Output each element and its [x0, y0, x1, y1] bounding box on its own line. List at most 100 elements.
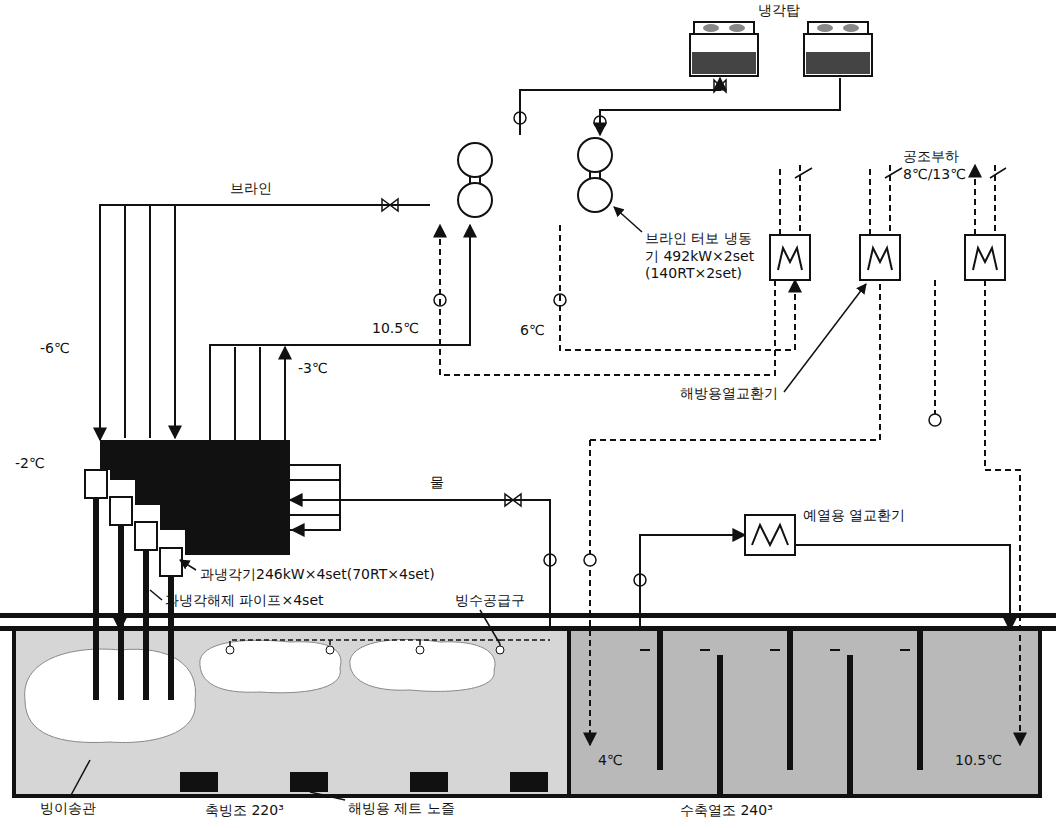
- pipe-line: [440, 225, 775, 375]
- equipment-label: 과냉각기246kW×4set(70RT×4set): [200, 566, 435, 584]
- ice-tank: [200, 640, 341, 692]
- annotation-label: 빙수공급구: [455, 592, 525, 610]
- heat-exchanger: [965, 235, 1005, 280]
- pump: [434, 112, 941, 586]
- ice-tank: [290, 772, 328, 792]
- cooling-tower: [729, 24, 745, 32]
- annotation-label: 빙이송관: [40, 800, 96, 818]
- annotation-label: 4℃: [598, 752, 623, 770]
- heat-exchanger: [752, 525, 788, 545]
- ice-tank: [496, 646, 504, 654]
- floor-slab: [0, 613, 1056, 618]
- ice-tank: [326, 646, 334, 654]
- pipe-line: [290, 500, 550, 630]
- brine-pipes: [125, 205, 175, 438]
- heat-exchanger: [745, 515, 795, 555]
- load-pipes: [800, 165, 995, 235]
- heat-exchanger: [868, 248, 892, 270]
- ice-tank: [180, 772, 218, 792]
- cooling-tower: [843, 24, 859, 32]
- load-pipes: [590, 165, 1020, 745]
- ice-tank: [410, 772, 448, 792]
- ice-tank: [416, 646, 424, 654]
- leader-line: [70, 207, 866, 800]
- equipment-node: 냉각탑: [688, 28, 872, 78]
- pipe-line: [119, 560, 121, 630]
- equipment-label: 수축열조 240³: [680, 802, 773, 820]
- ice-tank: [230, 640, 550, 646]
- leader-line: [480, 610, 500, 644]
- cooling-tower: [817, 24, 833, 32]
- annotation-label: 공조부하 8℃/13℃: [903, 148, 965, 183]
- leader-line: [784, 284, 866, 392]
- ice-tank: [510, 772, 548, 792]
- load-pipes: [589, 440, 591, 745]
- pipe-line: [795, 545, 1010, 630]
- cooling-tower: [804, 34, 872, 76]
- cooling-tower: [806, 52, 870, 74]
- heat-exchanger: [778, 248, 802, 270]
- load-pipes: [934, 280, 936, 420]
- pipe-line: [100, 205, 430, 440]
- annotation-label: 6℃: [520, 322, 545, 340]
- leader-line: [180, 560, 196, 570]
- equipment-node: 해방용열교환기: [765, 230, 1010, 280]
- floor-slab: [12, 794, 1042, 798]
- equipment-label: 냉각탑: [758, 2, 800, 20]
- equipment-node: 수축열조 240³: [570, 630, 1040, 795]
- chiller-symbol: [578, 138, 612, 172]
- pipe-line: [210, 225, 470, 440]
- annotation-label: -2℃: [15, 455, 45, 473]
- brine-pipes: [292, 465, 320, 530]
- equipment-label: 브라인 터보 냉동기 492kW×2set (140RT×2set): [645, 230, 763, 283]
- cooling-tower: [690, 34, 758, 76]
- chiller-symbol: [458, 143, 492, 177]
- equipment-node: 과냉각기246kW×4set(70RT×4set): [80, 440, 290, 560]
- brine-pipes: [235, 347, 285, 440]
- heat-exchanger: [770, 235, 810, 280]
- annotation-label: 10.5℃: [372, 320, 419, 338]
- floor-slab: [0, 626, 1056, 631]
- annotation-label: 브라인: [230, 180, 272, 198]
- cooling-tower: [690, 22, 872, 76]
- pipe-line: [600, 78, 840, 135]
- floor-slab: [567, 630, 571, 798]
- pipe-line: [640, 535, 745, 630]
- cooling-tower: [703, 24, 719, 32]
- leader-line: [150, 590, 162, 600]
- chiller-symbol: [458, 138, 612, 217]
- equipment-label: 예열용 열교환기: [803, 507, 905, 525]
- floor-slab: [12, 630, 16, 798]
- water-tank: [570, 630, 1040, 795]
- annotation-label: -6℃: [40, 340, 70, 358]
- chiller-symbol: [578, 178, 612, 212]
- annotation-label: 물: [430, 474, 444, 492]
- slash-mark: [795, 168, 1006, 178]
- floor-slab: [0, 613, 1056, 798]
- pipe-line: [520, 78, 720, 135]
- equipment-node: 예열용 열교환기: [745, 515, 795, 555]
- valve: [382, 80, 726, 506]
- annotation-label: 과냉각해제 파이프×4set: [165, 592, 323, 610]
- supercooler: [135, 522, 157, 550]
- supercooler: [160, 548, 182, 576]
- supercooler: [100, 440, 290, 555]
- chiller-symbol: [458, 183, 492, 217]
- supercooler: [85, 470, 107, 498]
- leader-line: [614, 207, 642, 232]
- water-tank: [657, 630, 663, 770]
- floor-slab: [1038, 630, 1042, 798]
- load-pipes: [985, 280, 1020, 745]
- water-tank: [847, 655, 853, 795]
- water-tank: [787, 630, 793, 770]
- annotation-label: 10.5℃: [955, 752, 1002, 770]
- load-pipes: [590, 280, 880, 440]
- leader-line: [70, 760, 90, 797]
- water-tank: [640, 649, 910, 651]
- equipment-label: 축빙조 220³: [205, 802, 284, 820]
- annotation-label: 해빙용 제트 노즐: [348, 800, 455, 818]
- pipe-line: [560, 225, 795, 350]
- heat-exchanger: [973, 248, 997, 270]
- heat-exchanger: [860, 235, 900, 280]
